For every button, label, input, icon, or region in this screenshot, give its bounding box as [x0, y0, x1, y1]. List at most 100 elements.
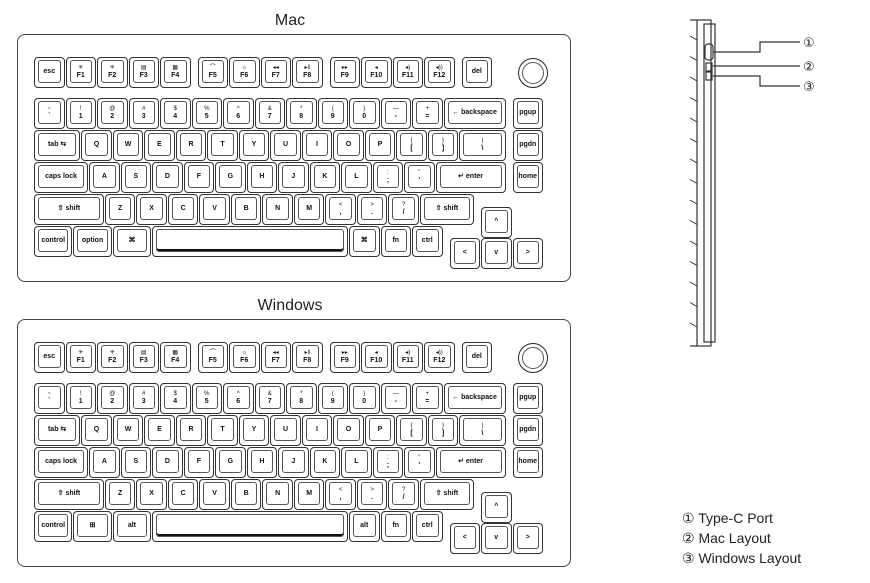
key-f10[interactable]: ◂F10 — [361, 57, 392, 88]
key-f8[interactable]: ▸‖F8 — [292, 342, 323, 373]
key-y[interactable]: Y — [238, 130, 270, 161]
key-8[interactable]: *8 — [286, 98, 317, 129]
key-alt[interactable]: alt — [112, 511, 152, 542]
key-8[interactable]: *8 — [286, 383, 317, 414]
key-[interactable]: ?/ — [388, 479, 419, 510]
key-f5[interactable]: ⌒F5 — [197, 57, 228, 88]
key-esc[interactable]: esc — [34, 57, 65, 88]
key-[interactable]: ~` — [34, 383, 65, 414]
key-i[interactable]: I — [301, 130, 333, 161]
key-f10[interactable]: ◂F10 — [361, 342, 392, 373]
key-[interactable]: ~` — [34, 98, 65, 129]
key-[interactable]: ?/ — [388, 194, 419, 225]
key-6[interactable]: ^6 — [223, 98, 254, 129]
key-f3[interactable]: ▤F3 — [128, 57, 159, 88]
key-[interactable]: }] — [427, 130, 459, 161]
key-g[interactable]: G — [215, 162, 246, 193]
key-enter[interactable]: ↵ enter — [435, 162, 506, 193]
key-a[interactable]: A — [89, 162, 120, 193]
key-k[interactable]: K — [309, 447, 341, 478]
key-j[interactable]: J — [278, 447, 309, 478]
key-q[interactable]: Q — [81, 415, 112, 446]
key-9[interactable]: (9 — [317, 98, 348, 129]
key-d[interactable]: D — [152, 162, 183, 193]
key-v[interactable]: V — [199, 194, 230, 225]
key-c[interactable]: C — [167, 194, 199, 225]
key-1[interactable]: !1 — [65, 383, 96, 414]
key-[interactable]: }] — [427, 415, 459, 446]
key-del[interactable]: del — [461, 57, 492, 88]
key-9[interactable]: (9 — [317, 383, 348, 414]
key-[interactable]: <, — [325, 194, 356, 225]
key-shift[interactable]: ⇧ shift — [34, 194, 104, 225]
key-[interactable]: > — [512, 238, 543, 269]
key-option[interactable]: option — [73, 226, 112, 257]
key-2[interactable]: @2 — [97, 383, 128, 414]
key-[interactable]: > — [512, 523, 543, 554]
key-2[interactable]: @2 — [97, 98, 128, 129]
key-1[interactable]: !1 — [65, 98, 96, 129]
key-n[interactable]: N — [262, 194, 293, 225]
key-a[interactable]: A — [89, 447, 120, 478]
key-z[interactable]: Z — [104, 194, 136, 225]
key-space[interactable] — [152, 511, 348, 542]
key-[interactable]: <, — [325, 479, 356, 510]
key-[interactable]: ⊞ — [73, 511, 112, 542]
key-home[interactable]: home — [512, 447, 543, 478]
key-f7[interactable]: ◂◂F7 — [260, 57, 291, 88]
rotary-knob[interactable] — [518, 58, 548, 88]
key-enter[interactable]: ↵ enter — [435, 447, 506, 478]
key-y[interactable]: Y — [238, 415, 270, 446]
key-i[interactable]: I — [301, 415, 333, 446]
key-o[interactable]: O — [333, 415, 364, 446]
key-3[interactable]: #3 — [128, 383, 159, 414]
key-[interactable]: ^ — [481, 492, 512, 523]
key-[interactable]: ⌘ — [349, 226, 380, 257]
key-[interactable]: |\ — [459, 130, 506, 161]
key-[interactable]: —- — [380, 98, 411, 129]
key-[interactable]: "' — [404, 447, 435, 478]
key-p[interactable]: P — [364, 130, 396, 161]
key-f[interactable]: F — [183, 162, 215, 193]
key-f2[interactable]: ✳F2 — [97, 57, 128, 88]
key-fn[interactable]: fn — [380, 226, 411, 257]
key-control[interactable]: control — [34, 226, 73, 257]
key-f4[interactable]: ▦F4 — [160, 342, 191, 373]
key-pgup[interactable]: pgup — [512, 383, 543, 414]
key-u[interactable]: U — [270, 415, 301, 446]
key-j[interactable]: J — [278, 162, 309, 193]
key-[interactable]: >. — [356, 479, 388, 510]
key-v[interactable]: V — [199, 479, 230, 510]
key-f4[interactable]: ▦F4 — [160, 57, 191, 88]
key-caps-lock[interactable]: caps lock — [34, 447, 89, 478]
key-o[interactable]: O — [333, 130, 364, 161]
key-[interactable]: :; — [372, 447, 404, 478]
key-c[interactable]: C — [167, 479, 199, 510]
key-backspace[interactable]: ← backspace — [443, 98, 506, 129]
key-control[interactable]: control — [34, 511, 73, 542]
key-h[interactable]: H — [246, 162, 278, 193]
key-w[interactable]: W — [112, 130, 144, 161]
key-shift[interactable]: ⇧ shift — [34, 479, 104, 510]
key-[interactable]: —- — [380, 383, 411, 414]
key-home[interactable]: home — [512, 162, 543, 193]
key-z[interactable]: Z — [104, 479, 136, 510]
key-backspace[interactable]: ← backspace — [443, 383, 506, 414]
key-[interactable]: {[ — [396, 415, 427, 446]
key-f12[interactable]: ◂))F12 — [424, 342, 455, 373]
key-t[interactable]: T — [207, 130, 238, 161]
key-space[interactable] — [152, 226, 348, 257]
key-f3[interactable]: ▤F3 — [128, 342, 159, 373]
key-f12[interactable]: ◂))F12 — [424, 57, 455, 88]
key-m[interactable]: M — [293, 194, 325, 225]
key-pgdn[interactable]: pgdn — [512, 415, 543, 446]
key-[interactable]: :; — [372, 162, 404, 193]
key-s[interactable]: S — [120, 162, 152, 193]
key-ctrl[interactable]: ctrl — [412, 226, 443, 257]
key-p[interactable]: P — [364, 415, 396, 446]
key-w[interactable]: W — [112, 415, 144, 446]
key-r[interactable]: R — [175, 415, 207, 446]
key-q[interactable]: Q — [81, 130, 112, 161]
key-f11[interactable]: ◂)F11 — [392, 57, 423, 88]
key-7[interactable]: &7 — [254, 383, 285, 414]
